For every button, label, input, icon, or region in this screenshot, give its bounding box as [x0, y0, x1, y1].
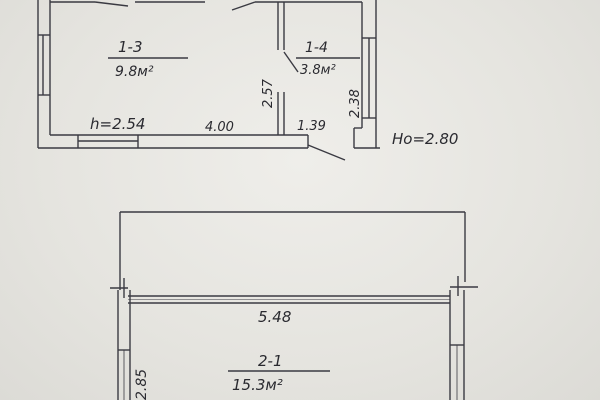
top-plan-right-wall: [353, 0, 380, 149]
top-plan-bottom-wall: [38, 134, 346, 161]
bottom-plan: [110, 211, 478, 400]
dim-width-small-label: 1.39: [297, 119, 326, 134]
room-1-4-area: 3.8м²: [300, 63, 336, 78]
room-1-3-area: 9.8м²: [115, 64, 154, 80]
dim-vertical-left-label: 2.57: [261, 78, 276, 108]
bottom-plan-right-wall: [449, 276, 465, 400]
top-plan-left-wall: [37, 0, 51, 148]
bottom-plan-left-wall: [117, 278, 131, 400]
room-1-3-name: 1-3: [118, 38, 143, 56]
room-1-4-name: 1-4: [305, 40, 328, 56]
bottom-plan-outer-frame: [119, 211, 466, 290]
top-plan: [37, 0, 380, 161]
ground-height-label: Ho=2.80: [392, 130, 458, 148]
room-2-1-area: 15.3м²: [232, 376, 283, 394]
top-plan-partition: [277, 2, 299, 135]
room-2-1-name: 2-1: [258, 352, 283, 370]
top-plan-top-wall: [50, 1, 362, 11]
dim-width-main-label: 4.00: [205, 120, 234, 135]
bottom-dim-vertical-label: 2.85: [134, 369, 150, 400]
bottom-dim-width-label: 5.48: [258, 308, 291, 326]
bottom-plan-top-wall: [110, 286, 478, 304]
height-label: h=2.54: [90, 115, 145, 133]
dim-vertical-right-label: 2.38: [348, 89, 363, 118]
